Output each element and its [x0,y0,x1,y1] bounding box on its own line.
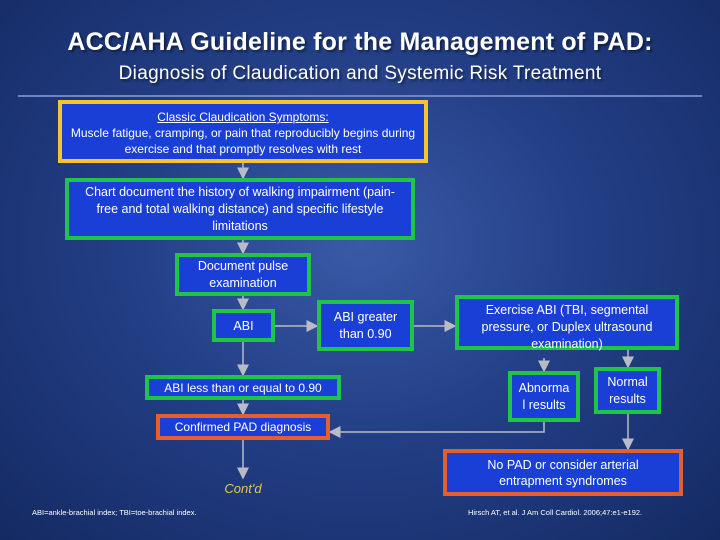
classic-symptoms-text: Muscle fatigue, cramping, or pain that r… [70,126,416,156]
abi-text: ABI [233,318,254,333]
exercise-abi-box: Exercise ABI (TBI, segmental pressure, o… [455,295,679,351]
exercise-abi-text: Exercise ABI (TBI, segmental pressure, o… [481,303,653,351]
abi-greater-box: ABI greater than 0.90 [317,300,414,351]
slide-subtitle: Diagnosis of Claudication and Systemic R… [118,63,602,84]
title-divider [18,95,702,97]
continued-label: Cont'd [224,481,262,496]
abnormal-results-box: Abnorma l results [508,371,580,422]
confirmed-pad-box: Confirmed PAD diagnosis [156,414,330,440]
normal-results-box: Normal results [594,367,661,414]
abi-less-text: ABI less than or equal to 0.90 [164,380,322,395]
normal-results-text: Normal results [607,374,648,406]
abbreviation-footnote: ABI=ankle-brachial index; TBI=toe-brachi… [32,508,197,517]
pulse-exam-text: Document pulse examination [197,258,289,290]
abi-box: ABI [212,309,275,342]
abi-greater-text: ABI greater than 0.90 [333,309,398,341]
no-pad-text: No PAD or consider arterial entrapment s… [487,457,639,488]
confirmed-pad-text: Confirmed PAD diagnosis [174,420,312,434]
no-pad-box: No PAD or consider arterial entrapment s… [443,449,683,496]
classic-symptoms-heading: Classic Claudication Symptoms: [157,110,329,124]
chart-document-box: Chart document the history of walking im… [65,178,415,240]
pulse-exam-box: Document pulse examination [175,253,311,296]
slide-title: ACC/AHA Guideline for the Management of … [67,28,653,56]
chart-document-text: Chart document the history of walking im… [85,184,395,233]
classic-symptoms-box: Classic Claudication Symptoms: Muscle fa… [58,100,428,163]
abi-less-box: ABI less than or equal to 0.90 [145,375,341,400]
abnormal-results-text: Abnorma l results [518,380,570,412]
arrow-abnormal-to-confirmed [328,422,545,438]
citation-footnote: Hirsch AT, et al. J Am Coll Cardiol. 200… [468,508,643,517]
